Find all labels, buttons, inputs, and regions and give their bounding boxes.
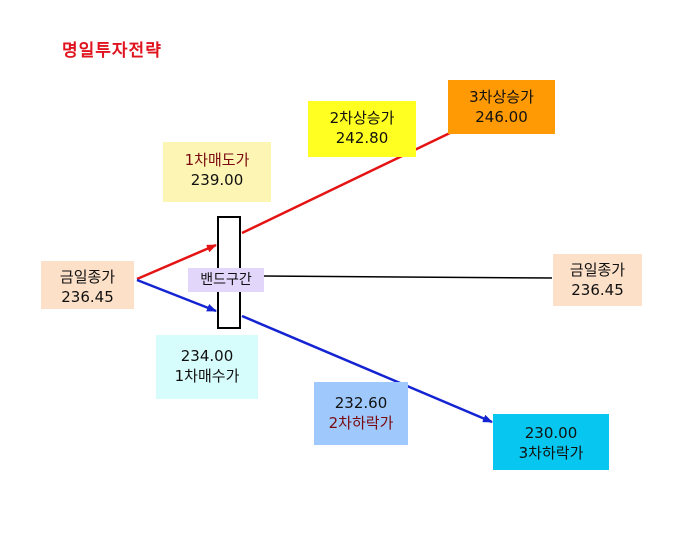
fall3-box: 230.00 3차하락가 <box>493 414 609 470</box>
rise-trend-line <box>241 130 453 235</box>
rise3-label: 3차상승가 <box>469 88 534 106</box>
current-close-right-box: 금일종가 236.45 <box>553 254 642 306</box>
sell1-value: 239.00 <box>190 171 244 189</box>
sell1-box: 1차매도가 239.00 <box>163 142 271 202</box>
band-label: 밴드구간 <box>188 268 264 292</box>
fall2-box: 232.60 2차하락가 <box>314 382 408 445</box>
current-close-right-value: 236.45 <box>571 281 624 299</box>
fall-trend-line <box>241 314 493 424</box>
rise2-label: 2차상승가 <box>329 109 395 127</box>
page-title: 명일투자전략 <box>62 41 162 61</box>
rise3-box: 3차상승가 246.00 <box>448 80 555 134</box>
arrow-up-right-icon <box>136 243 217 281</box>
fall3-value: 230.00 <box>524 424 578 442</box>
current-close-left-label: 금일종가 <box>59 268 116 286</box>
current-close-left-box: 금일종가 236.45 <box>41 261 134 309</box>
rise2-box: 2차상승가 242.80 <box>308 101 416 157</box>
flat-line <box>261 275 553 279</box>
rise2-value: 242.80 <box>335 129 389 147</box>
fall2-label: 2차하락가 <box>328 414 394 432</box>
fall3-label: 3차하락가 <box>518 444 584 462</box>
arrow-down-right-icon <box>136 278 217 313</box>
sell1-label: 1차매도가 <box>184 151 250 169</box>
buy1-label: 1차매수가 <box>174 367 240 385</box>
rise3-value: 246.00 <box>475 108 528 126</box>
buy1-value: 234.00 <box>180 347 234 365</box>
current-close-left-value: 236.45 <box>61 288 114 306</box>
fall2-value: 232.60 <box>334 394 388 412</box>
buy1-box: 234.00 1차매수가 <box>156 335 258 399</box>
current-close-right-label: 금일종가 <box>569 261 626 279</box>
